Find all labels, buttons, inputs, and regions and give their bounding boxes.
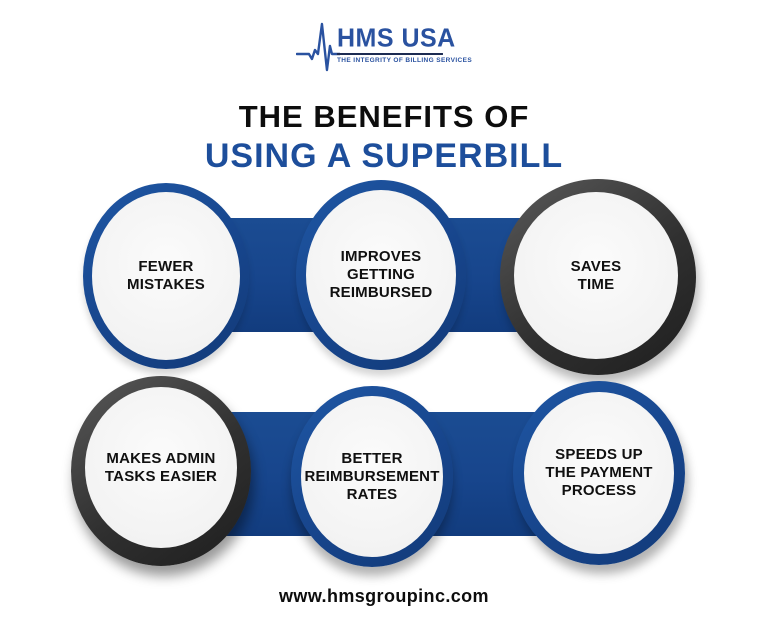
benefit-circle-reimbursement-rates: BETTER REIMBURSEMENT RATES bbox=[291, 386, 453, 567]
benefit-circle-face: IMPROVES GETTING REIMBURSED bbox=[306, 190, 456, 360]
page-title-line2: USING A SUPERBILL bbox=[204, 137, 564, 175]
logo-name: HMS USA bbox=[336, 23, 456, 53]
benefit-circle-face: BETTER REIMBURSEMENT RATES bbox=[301, 396, 443, 557]
benefit-circle-face: MAKES ADMIN TASKS EASIER bbox=[85, 387, 237, 548]
benefit-circle-saves-time: SAVES TIME bbox=[500, 179, 696, 375]
benefit-circle-face: SAVES TIME bbox=[514, 192, 678, 359]
benefit-circle-payment-process: SPEEDS UP THE PAYMENT PROCESS bbox=[513, 381, 685, 565]
benefit-label: SAVES TIME bbox=[570, 257, 622, 293]
benefit-circle-face: FEWER MISTAKES bbox=[92, 192, 240, 360]
logo-tagline: THE INTEGRITY OF BILLING SERVICES bbox=[336, 57, 473, 64]
logo-divider bbox=[336, 53, 443, 55]
ekg-heartbeat-icon bbox=[295, 16, 340, 74]
benefit-label: MAKES ADMIN TASKS EASIER bbox=[104, 449, 218, 485]
benefit-circle-improves-reimbursed: IMPROVES GETTING REIMBURSED bbox=[296, 180, 466, 370]
benefit-label: IMPROVES GETTING REIMBURSED bbox=[329, 248, 433, 301]
benefit-label: BETTER REIMBURSEMENT RATES bbox=[304, 449, 440, 503]
website-url: www.hmsgroupinc.com bbox=[279, 586, 489, 606]
benefit-circle-face: SPEEDS UP THE PAYMENT PROCESS bbox=[524, 392, 674, 554]
benefit-label: FEWER MISTAKES bbox=[127, 258, 205, 293]
hms-usa-logo: HMS USA THE INTEGRITY OF BILLING SERVICE… bbox=[295, 16, 473, 74]
benefit-circle-fewer-mistakes: FEWER MISTAKES bbox=[83, 183, 249, 369]
page-title-line1: THE BENEFITS OF bbox=[238, 99, 530, 134]
logo-text-block: HMS USA THE INTEGRITY OF BILLING SERVICE… bbox=[336, 23, 473, 64]
benefit-label: SPEEDS UP THE PAYMENT PROCESS bbox=[545, 446, 653, 499]
benefit-circle-admin-tasks: MAKES ADMIN TASKS EASIER bbox=[71, 376, 251, 566]
